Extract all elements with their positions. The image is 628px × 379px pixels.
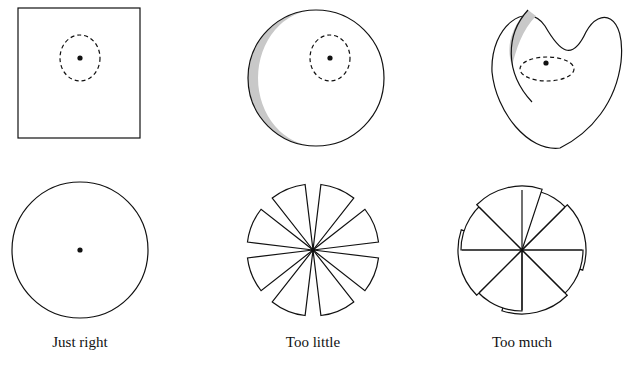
point: [77, 55, 82, 60]
flat-disk: [12, 182, 148, 318]
point: [77, 247, 82, 252]
saddle-surface: [492, 16, 622, 149]
wedge: [247, 250, 313, 291]
sphere-shade: [248, 10, 316, 146]
point: [543, 60, 548, 65]
wedge-edge: [522, 250, 564, 292]
wedge-edge: [480, 208, 522, 250]
column-label: Just right: [52, 334, 107, 351]
column-label: Too little: [286, 334, 340, 351]
wedge-edge: [480, 250, 522, 292]
wedge-edge: [462, 249, 522, 250]
overlapping-wedges: [458, 186, 586, 314]
wedge: [272, 184, 313, 250]
gapped-wedges: [247, 184, 378, 315]
wedge-edge: [522, 208, 564, 250]
dashed-neighbourhood: [310, 35, 350, 81]
wedge: [313, 250, 354, 316]
wedge: [313, 209, 379, 250]
column-label: Too much: [492, 334, 552, 351]
wedge-edge: [521, 190, 522, 250]
wedge-edge: [521, 250, 522, 310]
dashed-neighbourhood: [60, 35, 100, 81]
wedge-edge: [522, 249, 582, 250]
sphere: [248, 10, 384, 146]
point: [327, 55, 332, 60]
dashed-neighbourhood: [520, 57, 574, 81]
flat-square: [18, 8, 140, 138]
saddle-fold: [511, 10, 532, 102]
